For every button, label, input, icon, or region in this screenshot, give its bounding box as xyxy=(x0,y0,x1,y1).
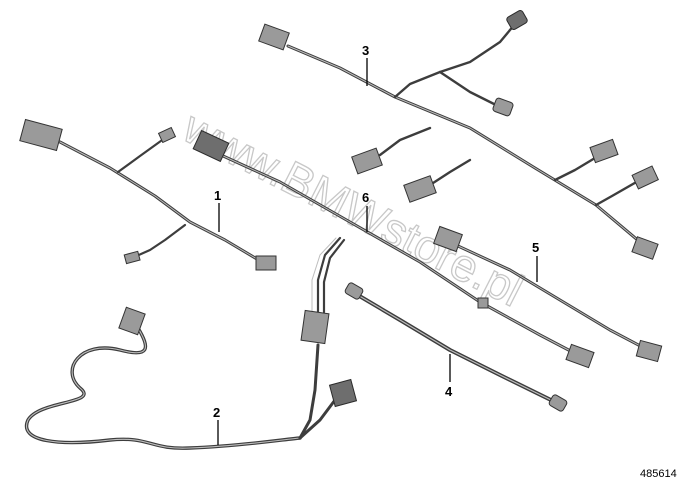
connector xyxy=(19,118,63,152)
connector xyxy=(433,225,463,253)
connector xyxy=(506,10,528,30)
callout-label: 4 xyxy=(445,384,453,399)
callout-6: 6 xyxy=(362,190,369,232)
callout-5: 5 xyxy=(532,240,539,282)
connector xyxy=(565,343,595,369)
callout-4: 4 xyxy=(445,354,453,399)
callout-label: 3 xyxy=(362,43,369,58)
connector xyxy=(118,306,146,336)
connector xyxy=(157,126,177,144)
connector xyxy=(351,147,383,175)
connector xyxy=(631,236,659,260)
callout-2: 2 xyxy=(213,405,220,445)
connector xyxy=(258,23,290,51)
connector xyxy=(477,297,489,309)
cable-4 xyxy=(344,282,568,412)
connector xyxy=(192,129,230,163)
connector xyxy=(328,378,358,408)
connector xyxy=(403,175,437,203)
harness-1 xyxy=(19,118,277,271)
callout-3: 3 xyxy=(362,43,369,86)
connector xyxy=(344,282,364,300)
connector xyxy=(635,339,663,363)
callout-1: 1 xyxy=(214,188,221,232)
connector xyxy=(255,255,277,271)
harness-2 xyxy=(24,236,358,450)
diagram-number: 485614 xyxy=(640,468,677,480)
connector xyxy=(589,138,619,164)
connector xyxy=(631,165,660,190)
callout-label: 1 xyxy=(214,188,221,203)
harness-3 xyxy=(258,10,660,260)
callout-label: 6 xyxy=(362,190,369,205)
connector xyxy=(123,250,141,265)
connector xyxy=(548,394,568,412)
harness-6 xyxy=(192,129,595,369)
connector xyxy=(492,97,514,117)
callout-label: 2 xyxy=(213,405,220,420)
harness-5 xyxy=(433,225,663,363)
connector xyxy=(300,309,330,345)
callout-label: 5 xyxy=(532,240,539,255)
